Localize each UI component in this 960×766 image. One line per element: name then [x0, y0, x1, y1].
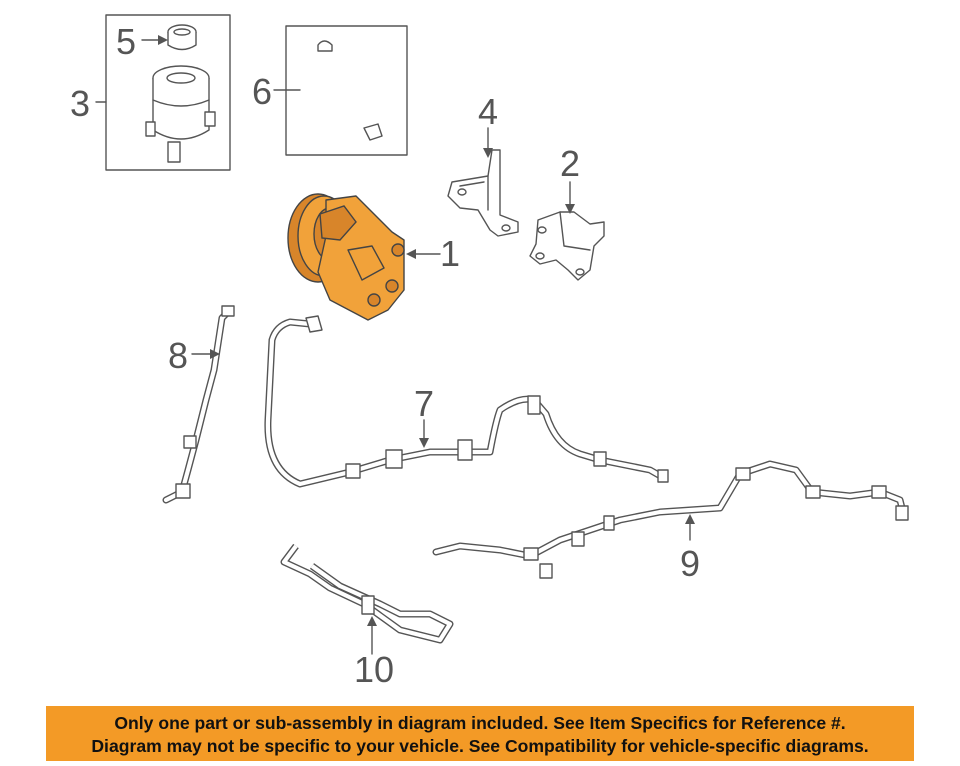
- reservoir-cap: [167, 24, 197, 51]
- callout-1: 1: [440, 233, 461, 274]
- hose-part-9: [432, 460, 909, 579]
- return-hose-part: [301, 40, 383, 141]
- callout-10: 10: [354, 649, 395, 690]
- callout-4: 4: [478, 91, 499, 132]
- callout-6: 6: [252, 71, 273, 112]
- pressure-hose-part-7: [264, 315, 669, 488]
- lines-part-10: [280, 543, 454, 644]
- parts-diagram: [95, 14, 909, 655]
- disclaimer-banner: Only one part or sub-assembly in diagram…: [46, 706, 914, 761]
- leader-arrows: [95, 35, 695, 655]
- callout-3: 3: [70, 83, 91, 124]
- hose-part-8: [162, 305, 235, 504]
- power-steering-pump-highlighted: [287, 193, 405, 321]
- bracket-part-4: [447, 149, 519, 237]
- callout-8: 8: [168, 335, 189, 376]
- banner-line-1: Only one part or sub-assembly in diagram…: [114, 713, 846, 733]
- reservoir-box: [105, 14, 231, 171]
- bracket-part-2: [529, 211, 605, 281]
- callout-2: 2: [560, 143, 581, 184]
- callout-9: 9: [680, 543, 701, 584]
- callout-5: 5: [116, 21, 137, 62]
- banner-line-2: Diagram may not be specific to your vehi…: [91, 736, 869, 756]
- reservoir-body: [145, 65, 216, 163]
- callout-7: 7: [414, 383, 435, 424]
